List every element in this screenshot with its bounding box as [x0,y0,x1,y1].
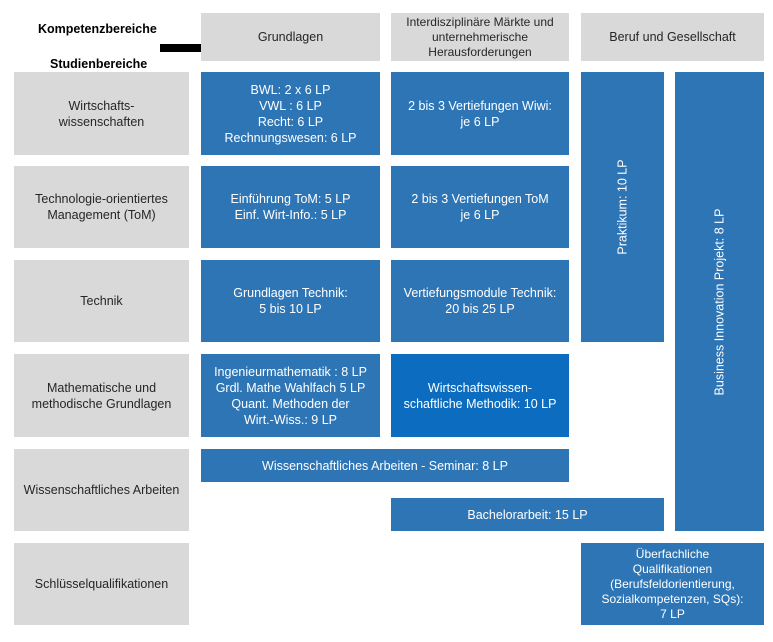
row-header-wirtschaftswissenschaften: Wirtschafts- wissenschaften [14,72,189,155]
row-header-schluesselqualifikationen: Schlüsselqualifikationen [14,543,189,625]
praktikum-label: Praktikum: 10 LP [615,159,630,255]
cell-seminar: Wissenschaftliches Arbeiten - Seminar: 8… [201,449,569,482]
cell-technik-interdisziplinaer: Vertiefungsmodule Technik: 20 bis 25 LP [391,260,569,342]
cell-business-innovation: Business Innovation Projekt: 8 LP [675,72,764,531]
row-header-tom: Technologie-orientiertes Management (ToM… [14,166,189,248]
business-innovation-label: Business Innovation Projekt: 8 LP [712,208,727,395]
legend-kompetenzbereiche: Kompetenzbereiche [38,22,157,36]
cell-praktikum: Praktikum: 10 LP [581,72,664,342]
row-header-mathe: Mathematische und methodische Grundlagen [14,354,189,437]
cell-bachelorarbeit: Bachelorarbeit: 15 LP [391,498,664,531]
cell-mathe-interdisziplinaer: Wirtschaftswissen- schaftliche Methodik:… [391,354,569,437]
column-header-beruf-gesellschaft: Beruf und Gesellschaft [581,13,764,61]
cell-technik-grundlagen: Grundlagen Technik: 5 bis 10 LP [201,260,380,342]
row-header-technik: Technik [14,260,189,342]
arrow-right-icon [160,39,218,57]
cell-ueberfachliche-qualifikationen: Überfachliche Qualifikationen (Berufsfel… [581,543,764,625]
cell-tom-interdisziplinaer: 2 bis 3 Vertiefungen ToM je 6 LP [391,166,569,248]
cell-tom-grundlagen: Einführung ToM: 5 LP Einf. Wirt-Info.: 5… [201,166,380,248]
row-header-wiss-arbeiten: Wissenschaftliches Arbeiten [14,449,189,531]
legend-studienbereiche: Studienbereiche [50,57,148,71]
cell-mathe-grundlagen: Ingenieurmathematik : 8 LP Grdl. Mathe W… [201,354,380,437]
column-header-grundlagen: Grundlagen [201,13,380,61]
cell-wiwi-grundlagen: BWL: 2 x 6 LP VWL : 6 LP Recht: 6 LP Rec… [201,72,380,155]
column-header-interdisziplinaer: Interdisziplinäre Märkte und unternehmer… [391,13,569,61]
cell-wiwi-interdisziplinaer: 2 bis 3 Vertiefungen Wiwi: je 6 LP [391,72,569,155]
